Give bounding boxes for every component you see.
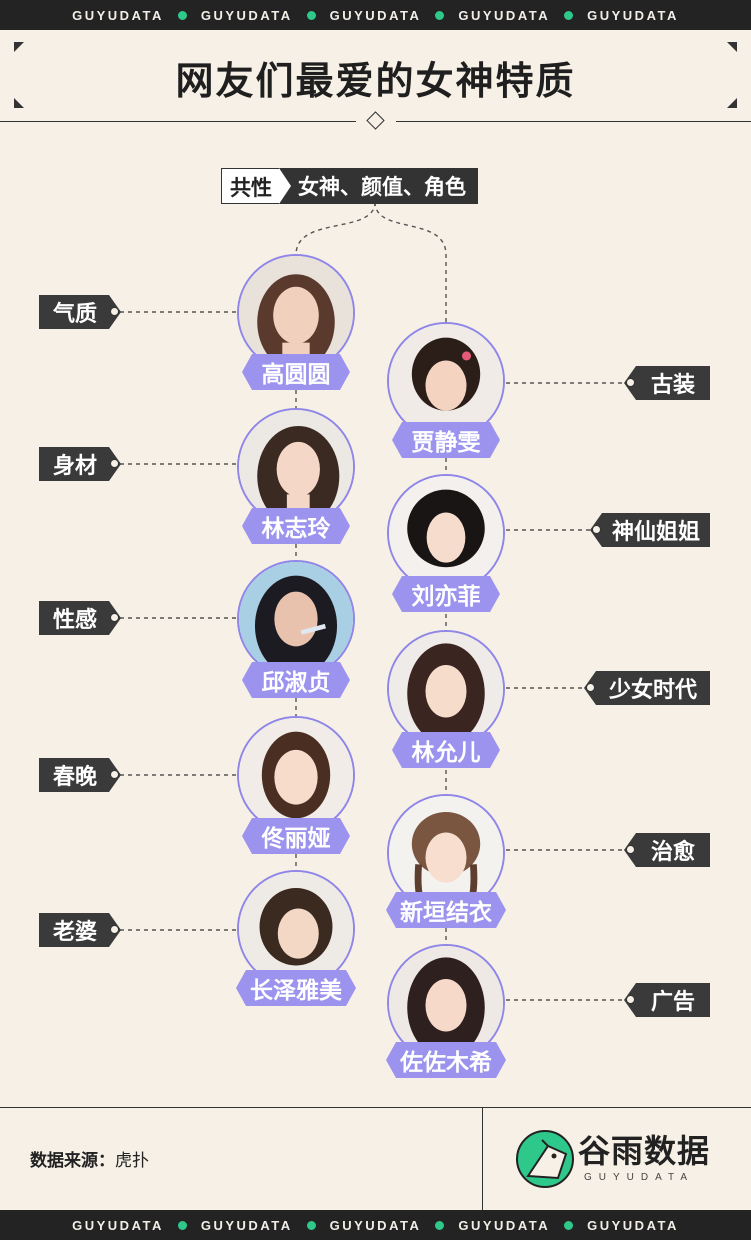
pin-icon (110, 613, 119, 622)
name-label: 林志玲 (242, 508, 350, 544)
band-text: GUYUDATA (329, 7, 422, 23)
name-label: 邱淑贞 (242, 662, 350, 698)
data-source: 数据来源：虎扑 (30, 1151, 149, 1171)
corner-bracket-icon (14, 42, 737, 108)
portrait-photo-icon (239, 718, 353, 832)
band-text: GUYUDATA (458, 1217, 551, 1233)
portrait-right-2 (387, 474, 505, 592)
trait-tag: 气质 (39, 295, 121, 329)
name-label: 佐佐木希 (386, 1042, 506, 1078)
connector-lines (120, 201, 628, 1001)
brand-name-en: GUYUDATA (584, 1172, 695, 1183)
trait-tag: 广告 (624, 983, 710, 1017)
portrait-left-5 (237, 870, 355, 988)
page-title: 网友们最爱的女神特质 (175, 59, 576, 103)
trait-tag: 少女时代 (584, 671, 710, 705)
portrait-left-3 (237, 560, 355, 678)
band-dot-icon (306, 1220, 316, 1230)
portrait-left-1 (237, 254, 355, 372)
pin-icon (110, 307, 119, 316)
trait-tag: 身材 (39, 447, 121, 481)
portrait-photo-icon (239, 410, 353, 524)
band-text: GUYUDATA (329, 1217, 422, 1233)
portrait-photo-icon (239, 256, 353, 370)
pin-icon (110, 925, 119, 934)
band-text: GUYUDATA (587, 7, 679, 23)
portrait-photo-icon (389, 476, 503, 590)
band-dot-icon (177, 1220, 187, 1230)
band-text: GUYUDATA (72, 1217, 164, 1233)
band-dot-icon (564, 10, 574, 20)
name-label: 刘亦菲 (392, 576, 500, 612)
band-dot-icon (306, 10, 316, 20)
portrait-photo-icon (389, 324, 503, 438)
pin-icon (110, 770, 119, 779)
trait-tag: 老婆 (39, 913, 121, 947)
footer: 数据来源：虎扑 谷雨数据 GUYUDATA (0, 1107, 751, 1211)
band-dot-icon (177, 10, 187, 20)
infographic-body: 网友们最爱的女神特质 (0, 30, 751, 1211)
portrait-photo-icon (239, 562, 353, 676)
band-text: GUYUDATA (200, 7, 293, 23)
portrait-left-2 (237, 408, 355, 526)
pin-icon (110, 459, 119, 468)
band-text: GUYUDATA (72, 7, 164, 23)
trait-tag: 春晚 (39, 758, 121, 792)
trait-tag: 古装 (624, 366, 710, 400)
band-dot-icon (564, 1220, 574, 1230)
trait-tag: 性感 (39, 601, 121, 635)
bottom-brand-band: GUYUDATA GUYUDATA GUYUDATA GUYUDATA GUYU… (0, 1210, 751, 1240)
pin-icon (626, 845, 635, 854)
name-label: 高圆圆 (242, 354, 350, 390)
portrait-photo-icon (389, 632, 503, 746)
brand-name: 谷雨数据 (578, 1132, 711, 1170)
name-label: 佟丽娅 (242, 818, 350, 854)
common-traits-label: 共性 女神、颜值、角色 (221, 168, 478, 204)
pin-icon (592, 525, 601, 534)
top-brand-band: GUYUDATA GUYUDATA GUYUDATA GUYUDATA GUYU… (0, 0, 751, 30)
pin-icon (626, 378, 635, 387)
name-label: 长泽雅美 (236, 970, 356, 1006)
band-dot-icon (435, 1220, 445, 1230)
band-dot-icon (435, 10, 445, 20)
pin-icon (626, 995, 635, 1004)
band-text: GUYUDATA (200, 1217, 293, 1233)
name-label: 新垣结衣 (386, 892, 506, 928)
portrait-photo-icon (389, 796, 503, 910)
common-key: 共性 (221, 168, 280, 204)
trait-tag: 神仙姐姐 (590, 513, 710, 547)
name-label: 贾静雯 (392, 422, 500, 458)
band-text: GUYUDATA (458, 7, 551, 23)
name-label: 林允儿 (392, 732, 500, 768)
pin-icon (586, 683, 595, 692)
band-text: GUYUDATA (587, 1217, 679, 1233)
portrait-left-4 (237, 716, 355, 834)
common-value: 女神、颜值、角色 (279, 168, 478, 204)
guyu-bird-logo-icon (516, 1130, 574, 1188)
trait-tag: 治愈 (624, 833, 710, 867)
portrait-right-3 (387, 630, 505, 748)
portrait-photo-icon (239, 872, 353, 986)
